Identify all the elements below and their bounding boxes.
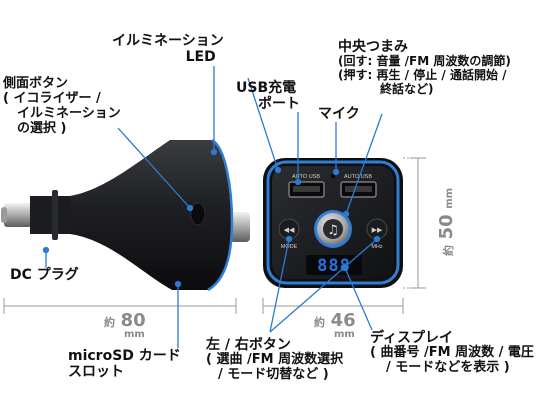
port-label-left: AUTO USB (292, 174, 320, 180)
label-dc-plug: DC プラグ (10, 267, 79, 283)
label-center-knob: 中央つまみ (回す: 音量 /FM 周波数の調節) (押す: 再生 / 停止 /… (338, 39, 511, 96)
label-lr-buttons: 左 / 右ボタン ( 選曲 /FM 周波数選択 / モード切替など ) (206, 337, 343, 383)
dim-value: 50 (436, 214, 457, 240)
dimension-width: 約 46 mm (314, 312, 356, 340)
label-line: / モード切替など ) (218, 367, 329, 383)
label-mic: マイク (318, 106, 360, 122)
dimension-height: 約 50 mm (436, 187, 457, 256)
label-microsd-slot: microSD カード スロット (68, 348, 181, 380)
dim-value: 46 (330, 310, 356, 331)
dc-plug-neck (30, 196, 72, 234)
display-panel (306, 255, 362, 275)
label-line: ディスプレイ (370, 330, 454, 346)
label-line: ( 曲番号 /FM 周波数 / 電圧 (370, 345, 534, 361)
label-line: (回す: 音量 /FM 周波数の調節) (338, 54, 511, 69)
label-line: 中央つまみ (338, 39, 408, 55)
display-value: 888 (317, 256, 351, 276)
side-button (190, 202, 206, 226)
label-usb-port: USB充電 ポート (236, 80, 300, 112)
mic-hole (331, 174, 335, 178)
label-line: ( イコライザー / (3, 90, 101, 106)
svg-text:◀◀: ◀◀ (284, 226, 295, 234)
label-line: マイク (318, 106, 360, 122)
label-display: ディスプレイ ( 曲番号 /FM 周波数 / 電圧 / モードなどを表示 ) (370, 330, 534, 376)
label-line: 左 / 右ボタン (206, 337, 291, 353)
dim-value: 80 (120, 310, 146, 331)
label-line: 終話など) (380, 81, 434, 96)
side-view (1, 138, 250, 292)
dim-prefix: 約 (104, 316, 115, 329)
phone-music-icon: ♫ (327, 223, 339, 238)
label-line: / モードなどを表示 ) (386, 360, 510, 376)
left-button-label: MODE (281, 244, 298, 250)
dimension-length: 約 80 mm (104, 312, 146, 340)
spring-contact (230, 212, 250, 242)
front-view: AUTO USB AUTO USB ◀◀ MODE ▶▶ MHz ♫ 888 (263, 158, 403, 288)
label-line: ( 選曲 /FM 周波数選択 (206, 352, 344, 368)
label-illumination-led: イルミネーション LED (112, 33, 224, 65)
label-side-button: 側面ボタン ( イコライザー / イルミネーション の選択 ) (3, 76, 121, 137)
label-line: microSD カード (68, 348, 181, 364)
dim-unit: mm (444, 187, 455, 209)
dc-plug-tip (4, 203, 32, 227)
dim-unit: mm (124, 329, 145, 340)
leader-lines (42, 66, 383, 348)
dim-prefix: 約 (442, 245, 455, 256)
side-body (70, 140, 232, 290)
port-label-right: AUTO USB (344, 174, 372, 180)
label-line: イルミネーション (17, 105, 121, 121)
svg-text:▶▶: ▶▶ (372, 226, 383, 234)
label-line: (押す: 再生 / 停止 / 通話開始 / (338, 67, 507, 82)
label-line: イルミネーション (112, 33, 224, 49)
label-line: DC プラグ (10, 267, 79, 283)
label-line: 側面ボタン (3, 76, 69, 91)
dimension-lines (3, 157, 426, 314)
label-line: の選択 ) (17, 120, 67, 136)
right-button-label: MHz (371, 244, 383, 250)
label-line: ポート (258, 96, 300, 113)
dim-unit: mm (334, 329, 355, 340)
dim-prefix: 約 (314, 316, 325, 329)
label-line: USB充電 (236, 80, 297, 96)
label-line: スロット (68, 364, 124, 381)
label-line: LED (185, 49, 216, 66)
